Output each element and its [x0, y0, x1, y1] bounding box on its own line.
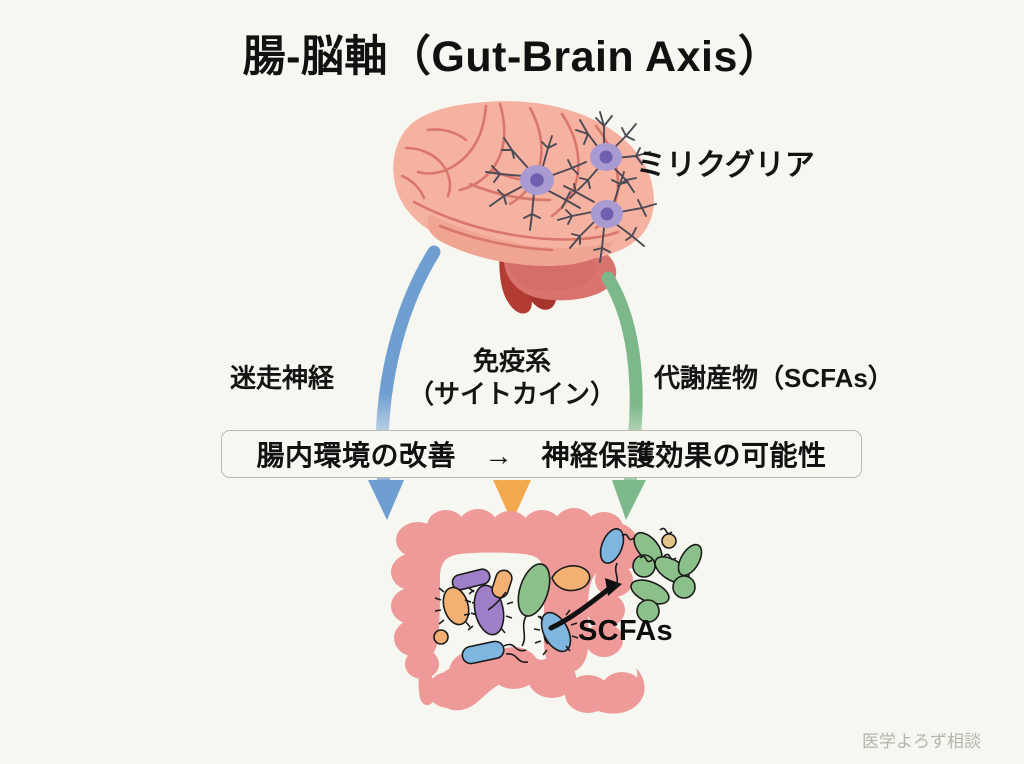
- bacterium-green-center: [517, 563, 551, 617]
- watermark-text: 医学よろず相談: [862, 732, 981, 751]
- scfa-bacterium-blue: [599, 528, 625, 564]
- scfa-bacterium-blue-tail: [614, 562, 619, 587]
- scfa-round-tan: [661, 533, 677, 549]
- bacterium-purple-rod: [451, 568, 491, 591]
- scfa-molecules: [599, 527, 703, 623]
- sigmoid-colon-icon: [428, 647, 645, 714]
- microglia-icon-3: [557, 171, 657, 263]
- vagus-nerve-label: 迷走神経: [230, 363, 335, 393]
- bacterium-orange-rod: [491, 569, 513, 599]
- metabolites-label: 代謝産物（SCFAs）: [654, 363, 894, 393]
- bacterium-orange-tail: [487, 591, 507, 611]
- scfa-bacterium-green-3: [677, 543, 703, 577]
- intestine-illustration: [391, 508, 703, 714]
- bacterium-green-flagellum-1: [521, 615, 527, 647]
- immune-label-line-1: 免疫系: [472, 346, 551, 376]
- bacterium-blue-flagellum-2: [505, 653, 529, 663]
- bacterium-purple-cilia: [463, 587, 514, 634]
- scfa-squiggles: [621, 527, 677, 563]
- bacterium-orange-oval: [442, 586, 470, 626]
- brain-illustration: [393, 101, 657, 314]
- microglia-icon-1: [575, 111, 651, 193]
- result-callout-text: 腸内環境の改善 → 神経保護効果の可能性: [256, 440, 827, 471]
- bacterium-blue-cilia: [533, 609, 579, 656]
- scfas-label: SCFAs: [578, 615, 673, 647]
- scfa-round-green-1: [632, 554, 656, 578]
- colon-haustra-top: [427, 508, 623, 544]
- immune-label-line-2: （サイトカイン）: [407, 379, 616, 410]
- immune-cytokine-label: 免疫系 （サイトカイン）: [404, 345, 620, 412]
- microglia-label: ミリクグリア: [636, 149, 815, 182]
- gut-microbiota: [433, 563, 591, 665]
- temporal-lobe-icon: [427, 214, 614, 266]
- microglia-cells: [485, 111, 657, 263]
- bacterium-blue-rod: [461, 640, 505, 665]
- page-title: 腸-脳軸（Gut-Brain Axis）: [242, 33, 782, 81]
- vagus-nerve-arrow: [368, 245, 441, 520]
- bacterium-orange-cilia: [434, 587, 479, 628]
- result-callout-box: 腸内環境の改善 → 神経保護効果の可能性: [221, 430, 862, 478]
- scfa-round-green-3: [636, 599, 660, 623]
- bacterium-orange-bean: [551, 565, 591, 592]
- colon-haustra-left: [391, 522, 440, 706]
- microglia-icon-2: [485, 135, 587, 231]
- bacterium-blue-flagellum-1: [503, 643, 527, 652]
- bacterium-dot-orange-1: [433, 629, 449, 645]
- colon-frame-icon: [401, 520, 639, 674]
- scfa-round-green-2: [672, 575, 696, 599]
